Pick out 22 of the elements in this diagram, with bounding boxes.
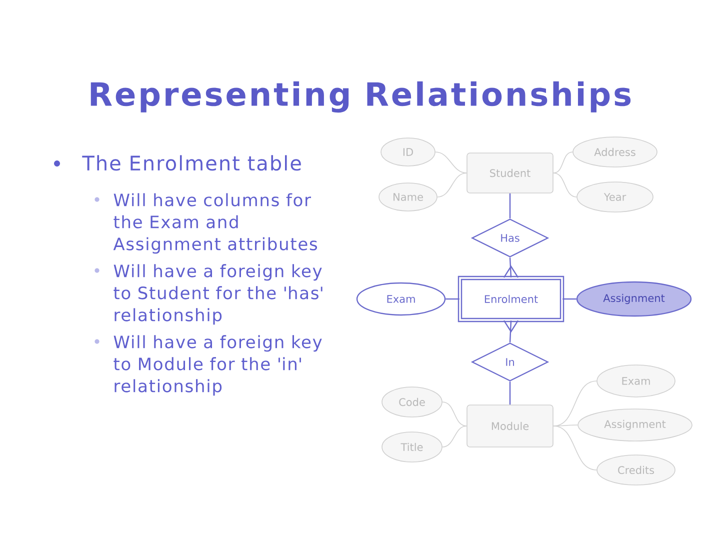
connector-line: [562, 298, 576, 300]
connector-line: [446, 298, 460, 300]
connector-line: [553, 424, 578, 426]
entity-box: Enrolment: [458, 276, 564, 322]
entity-box: Student: [466, 152, 554, 194]
bullet-text: Will have columns for the Exam and Assignment attributes: [113, 193, 318, 254]
connector-line: [509, 382, 511, 405]
crows-foot-connector: [503, 257, 519, 278]
connector-line: [509, 193, 511, 218]
slide-title: Representing Relationships: [90, 81, 631, 113]
connector-line: [553, 152, 573, 174]
bullet-text: Will have a foreign key to Student for the 'has' relationship: [114, 264, 322, 325]
bullet-text: The Enrolment table: [82, 155, 301, 171]
bullet-text: Will have a foreign key to Module for the 'in' relationship: [114, 335, 322, 396]
entity-box: Module: [466, 404, 554, 448]
connector-line: [553, 172, 577, 198]
connector-line: [437, 172, 467, 198]
connector-line: [442, 402, 467, 426]
connector-line: [435, 152, 467, 174]
connector-line: [553, 426, 597, 470]
connector-line: [442, 426, 467, 448]
crows-foot-connector: [503, 320, 519, 343]
